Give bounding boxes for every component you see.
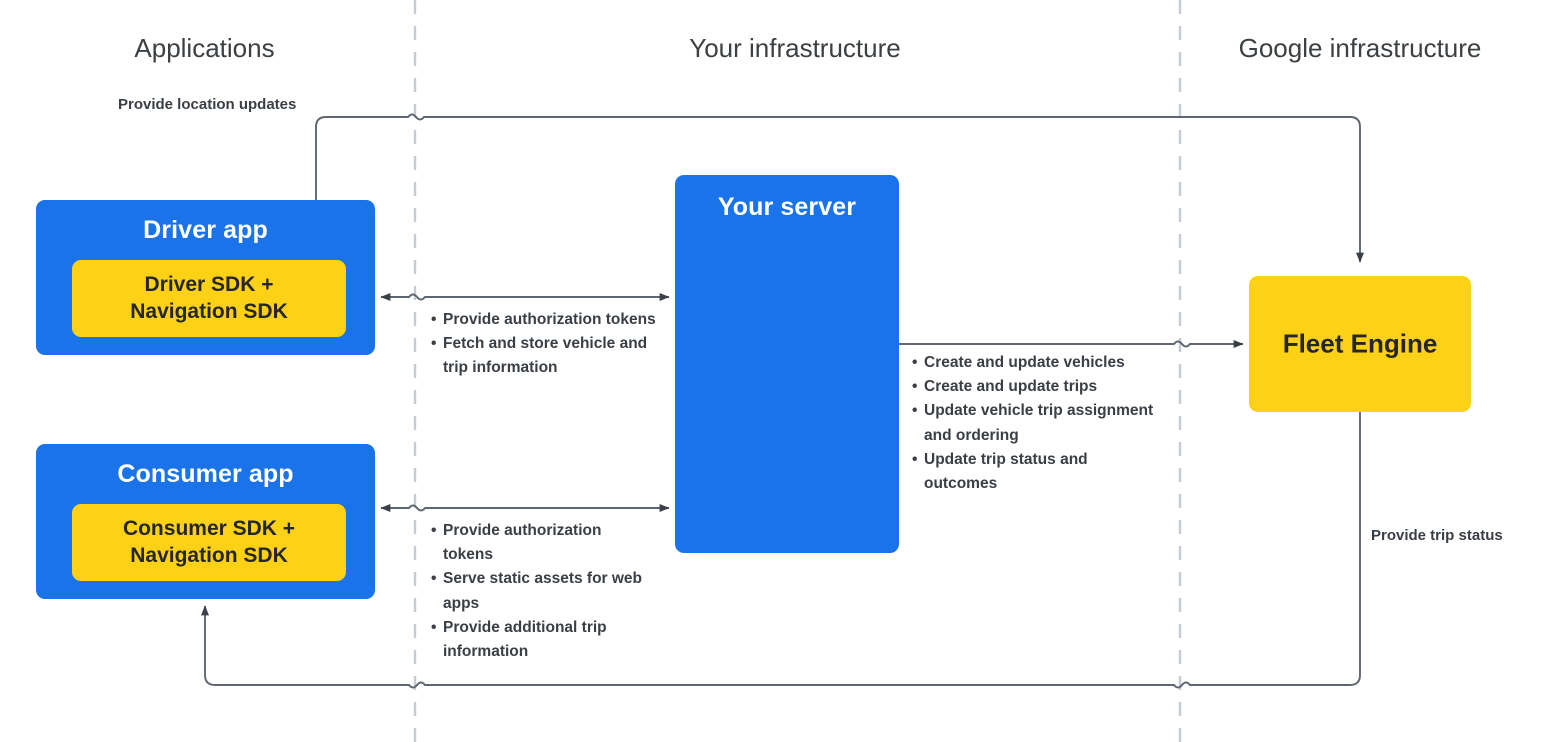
column-header-applications: Applications bbox=[134, 33, 275, 63]
column-header-your-infrastructure: Your infrastructure bbox=[689, 33, 901, 63]
bullet-list-consumer-server: Provide authorization tokens Serve stati… bbox=[431, 519, 646, 664]
your-server-title: Your server bbox=[717, 193, 857, 221]
bullets-driver-server: Provide authorization tokens Fetch and s… bbox=[431, 308, 656, 381]
connector-server-to-fleet-engine bbox=[899, 340, 1244, 348]
driver-app-title: Driver app bbox=[143, 216, 268, 244]
node-consumer-app[interactable]: Consumer app Consumer SDK + Navigation S… bbox=[36, 444, 375, 599]
node-fleet-engine[interactable]: Fleet Engine bbox=[1249, 276, 1471, 412]
list-item: Provide additional trip information bbox=[431, 616, 646, 664]
node-your-server[interactable]: Your server bbox=[675, 175, 899, 553]
bullet-list-driver-server: Provide authorization tokens Fetch and s… bbox=[431, 308, 656, 381]
label-provide-trip-status: Provide trip status bbox=[1371, 527, 1503, 544]
list-item: Fetch and store vehicle and trip informa… bbox=[431, 332, 656, 380]
consumer-sdk-label: Consumer SDK + Navigation SDK bbox=[122, 516, 296, 567]
node-driver-app[interactable]: Driver app Driver SDK + Navigation SDK bbox=[36, 200, 375, 355]
bullet-list-server-fleet: Create and update vehicles Create and up… bbox=[912, 351, 1162, 496]
list-item: Provide authorization tokens bbox=[431, 308, 656, 332]
list-item: Serve static assets for web apps bbox=[431, 567, 646, 615]
list-item: Provide authorization tokens bbox=[431, 519, 646, 567]
list-item: Update trip status and outcomes bbox=[912, 448, 1162, 496]
bullets-consumer-server: Provide authorization tokens Serve stati… bbox=[431, 519, 646, 664]
connector-driver-app-to-server bbox=[380, 293, 670, 301]
connector-fleet-engine-to-consumer-app bbox=[201, 412, 1361, 689]
driver-sdk-label: Driver SDK + Navigation SDK bbox=[130, 272, 288, 323]
fleet-engine-title: Fleet Engine bbox=[1282, 328, 1438, 359]
consumer-app-title: Consumer app bbox=[117, 460, 294, 488]
column-header-google-infrastructure: Google infrastructure bbox=[1238, 33, 1482, 63]
bullets-server-fleet: Create and update vehicles Create and up… bbox=[912, 351, 1162, 496]
label-provide-location-updates: Provide location updates bbox=[118, 96, 297, 113]
list-item: Create and update vehicles bbox=[912, 351, 1162, 375]
driver-sdk-box[interactable]: Driver SDK + Navigation SDK bbox=[72, 260, 346, 337]
connector-driver-sdk-to-fleet-engine bbox=[315, 113, 1364, 268]
list-item: Create and update trips bbox=[912, 375, 1162, 399]
list-item: Update vehicle trip assignment and order… bbox=[912, 399, 1162, 447]
connector-consumer-app-to-server bbox=[380, 504, 670, 512]
consumer-sdk-box[interactable]: Consumer SDK + Navigation SDK bbox=[72, 504, 346, 581]
